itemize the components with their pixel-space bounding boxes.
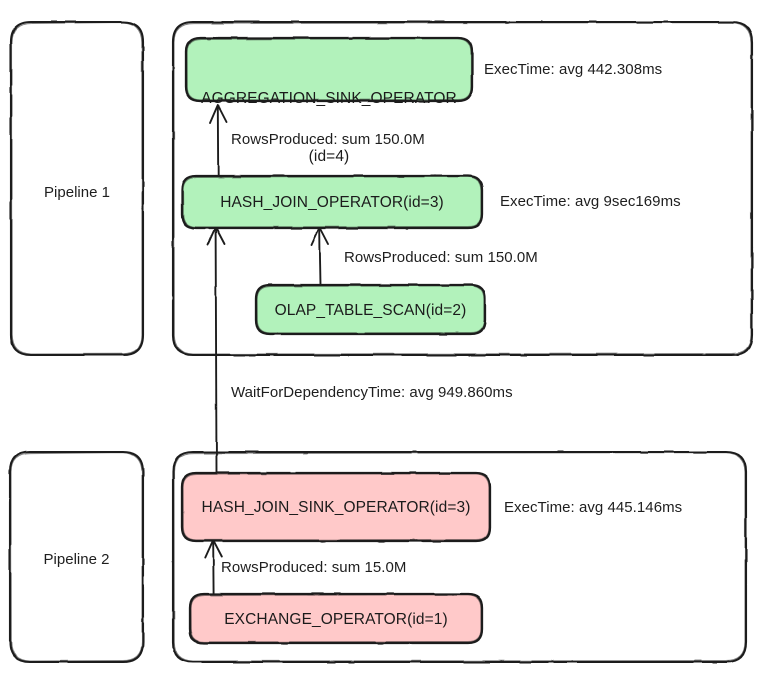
edge-olapscan-to-hashjoin-label: RowsProduced: sum 150.0M xyxy=(344,249,538,266)
pipeline-2-label: Pipeline 2 xyxy=(43,551,110,568)
node-aggregation-sink-operator-line2: (id=4) xyxy=(308,147,350,165)
node-aggregation-sink-operator-line1: AGGREGATION_SINK_OPERATOR xyxy=(201,89,457,107)
edge-olapscan-to-hashjoin-arrow xyxy=(310,226,330,286)
pipeline-1-label: Pipeline 1 xyxy=(44,184,110,201)
pipeline-2-body-box xyxy=(171,450,748,664)
metric-exectime-hash-join-sink: ExecTime: avg 445.146ms xyxy=(504,499,683,516)
metric-exectime-hash-join: ExecTime: avg 9sec169ms xyxy=(500,193,681,210)
edge-exchange-to-hashjoinsink-label: RowsProduced: sum 15.0M xyxy=(221,559,407,576)
edge-hashjoin-to-aggregation-label: RowsProduced: sum 150.0M xyxy=(231,131,425,148)
node-exchange-operator-label: EXCHANGE_OPERATOR(id=1) xyxy=(224,611,448,628)
edge-hashjoinsink-to-hashjoin-arrow xyxy=(206,226,226,473)
edge-exchange-to-hashjoinsink-arrow xyxy=(204,539,223,595)
node-hash-join-operator-label: HASH_JOIN_OPERATOR(id=3) xyxy=(220,194,444,211)
node-olap-table-scan-label: OLAP_TABLE_SCAN(id=2) xyxy=(274,302,467,319)
metric-exectime-aggregation-sink: ExecTime: avg 442.308ms xyxy=(484,61,663,78)
node-aggregation-sink-operator-label: AGGREGATION_SINK_OPERATOR (id=4) xyxy=(186,50,472,205)
node-hash-join-sink-operator-label: HASH_JOIN_SINK_OPERATOR(id=3) xyxy=(201,499,471,516)
edge-hashjoinsink-to-hashjoin-label: WaitForDependencyTime: avg 949.860ms xyxy=(231,384,513,401)
